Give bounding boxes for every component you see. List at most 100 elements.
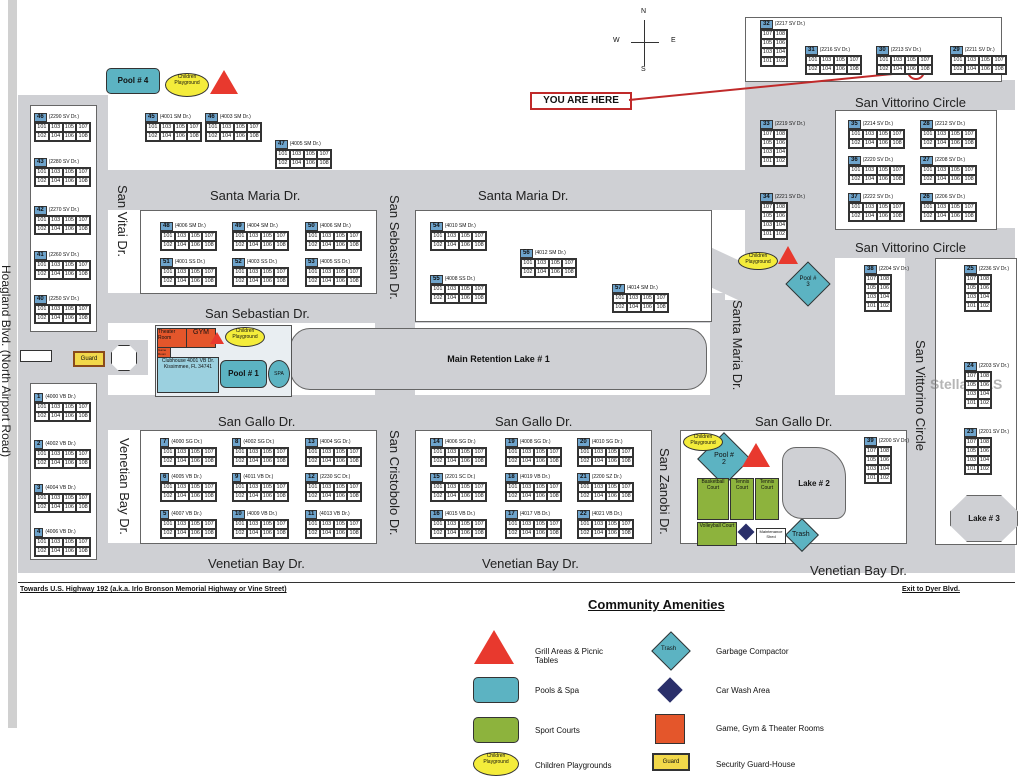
building-address: (2201 SV Dr.) bbox=[978, 429, 1009, 435]
unit-cell: 107 bbox=[274, 483, 288, 492]
unit-cell: 104 bbox=[319, 277, 334, 286]
unit-cell: 107 bbox=[761, 203, 774, 212]
building-address: (2280 SV Dr.) bbox=[48, 159, 79, 165]
building-address: (2260 SV Dr.) bbox=[48, 252, 79, 258]
unit-cell: 107 bbox=[76, 403, 90, 412]
unit-cell: 105 bbox=[978, 56, 993, 65]
unit-cell: 108 bbox=[890, 175, 904, 184]
building-header: 46(2290 SV Dr.) bbox=[34, 113, 91, 122]
unit-cell: 107 bbox=[890, 130, 904, 139]
unit-cell: 108 bbox=[347, 529, 361, 538]
unit-cell: 101 bbox=[951, 56, 965, 65]
legend-guard-icon: Guard bbox=[652, 753, 690, 771]
unit-cell: 102 bbox=[306, 241, 320, 250]
unit-cell: 108 bbox=[847, 65, 861, 74]
unit-cell: 105 bbox=[260, 483, 275, 492]
unit-cell: 107 bbox=[76, 261, 90, 270]
unit-cell: 101 bbox=[578, 448, 592, 457]
playground-east-label: Children Playground bbox=[690, 434, 716, 446]
unit-cell: 106 bbox=[605, 492, 620, 501]
unit-cell: 105 bbox=[605, 483, 620, 492]
game-label: Game Room bbox=[158, 348, 167, 356]
legend-grill: Grill Areas & Picnic Tables bbox=[535, 647, 604, 665]
unit-cell: 106 bbox=[333, 277, 348, 286]
unit-cell: 106 bbox=[876, 139, 891, 148]
unit-cell: 105 bbox=[333, 232, 348, 241]
playground-label: Children Playground bbox=[232, 328, 258, 340]
unit-cell: 108 bbox=[202, 277, 216, 286]
building-header: 18(4019 VB Dr.) bbox=[505, 473, 562, 482]
building-address: (2214 SV Dr.) bbox=[862, 121, 893, 127]
unit-cell: 105 bbox=[62, 403, 77, 412]
unit-cell: 105 bbox=[188, 268, 203, 277]
building-number: 15 bbox=[430, 473, 443, 482]
building-address: (4013 VB Dr.) bbox=[319, 511, 350, 517]
building-number: 2 bbox=[34, 440, 44, 449]
building-number: 45 bbox=[145, 113, 158, 122]
unit-cell: 103 bbox=[819, 56, 834, 65]
unit-cell: 106 bbox=[260, 492, 275, 501]
building-number: 47 bbox=[275, 140, 288, 149]
unit-cell: 108 bbox=[347, 241, 361, 250]
building-number: 1 bbox=[34, 393, 44, 402]
building-header: 31(2216 SV Dr.) bbox=[805, 46, 862, 55]
unit-cell: 107 bbox=[962, 130, 976, 139]
unit-cell: 104 bbox=[246, 457, 261, 466]
unit-cell: 102 bbox=[921, 139, 935, 148]
unit-cell: 107 bbox=[347, 448, 361, 457]
unit-cell: 102 bbox=[233, 277, 247, 286]
unit-cell: 108 bbox=[472, 492, 486, 501]
vittorino-east-road bbox=[905, 228, 935, 573]
building-header: 11(4013 VB Dr.) bbox=[305, 510, 362, 519]
unit-cell: 104 bbox=[289, 159, 304, 168]
legend-play-icon-label: Children Playground bbox=[483, 753, 509, 765]
unit-cell: 106 bbox=[333, 529, 348, 538]
building-number: 12 bbox=[305, 473, 318, 482]
playground-clubhouse: Children Playground bbox=[225, 327, 265, 347]
unit-cell: 105 bbox=[333, 448, 348, 457]
building-header: 28(2212 SV Dr.) bbox=[920, 120, 977, 129]
unit-cell: 108 bbox=[202, 492, 216, 501]
unit-cell: 102 bbox=[161, 241, 175, 250]
unit-cell: 106 bbox=[62, 412, 77, 421]
unit-cell: 103 bbox=[48, 123, 63, 132]
compass-s: S bbox=[641, 66, 646, 73]
building-header: 22(4021 VB Dr.) bbox=[577, 510, 634, 519]
towards-label: Towards U.S. Highway 192 (a.k.a. Irlo Br… bbox=[20, 586, 287, 593]
building-address: (4003 SS Dr.) bbox=[246, 259, 277, 265]
unit-cell: 104 bbox=[862, 175, 877, 184]
unit-cell: 101 bbox=[965, 399, 978, 408]
unit-cell: 106 bbox=[260, 277, 275, 286]
unit-cell: 101 bbox=[35, 494, 49, 503]
unit-cell: 102 bbox=[878, 474, 891, 483]
building-number: 34 bbox=[760, 193, 773, 202]
unit-cell: 104 bbox=[48, 314, 63, 323]
building-address: (2201 SC Dr.) bbox=[444, 474, 476, 480]
building-header: 19(4008 SG Dr.) bbox=[505, 438, 562, 447]
building-number: 50 bbox=[305, 222, 318, 231]
unit-cell: 105 bbox=[188, 483, 203, 492]
building-number: 23 bbox=[964, 428, 977, 437]
legend-carwash-icon bbox=[657, 677, 683, 703]
building-number: 30 bbox=[876, 46, 889, 55]
unit-cell: 103 bbox=[48, 403, 63, 412]
